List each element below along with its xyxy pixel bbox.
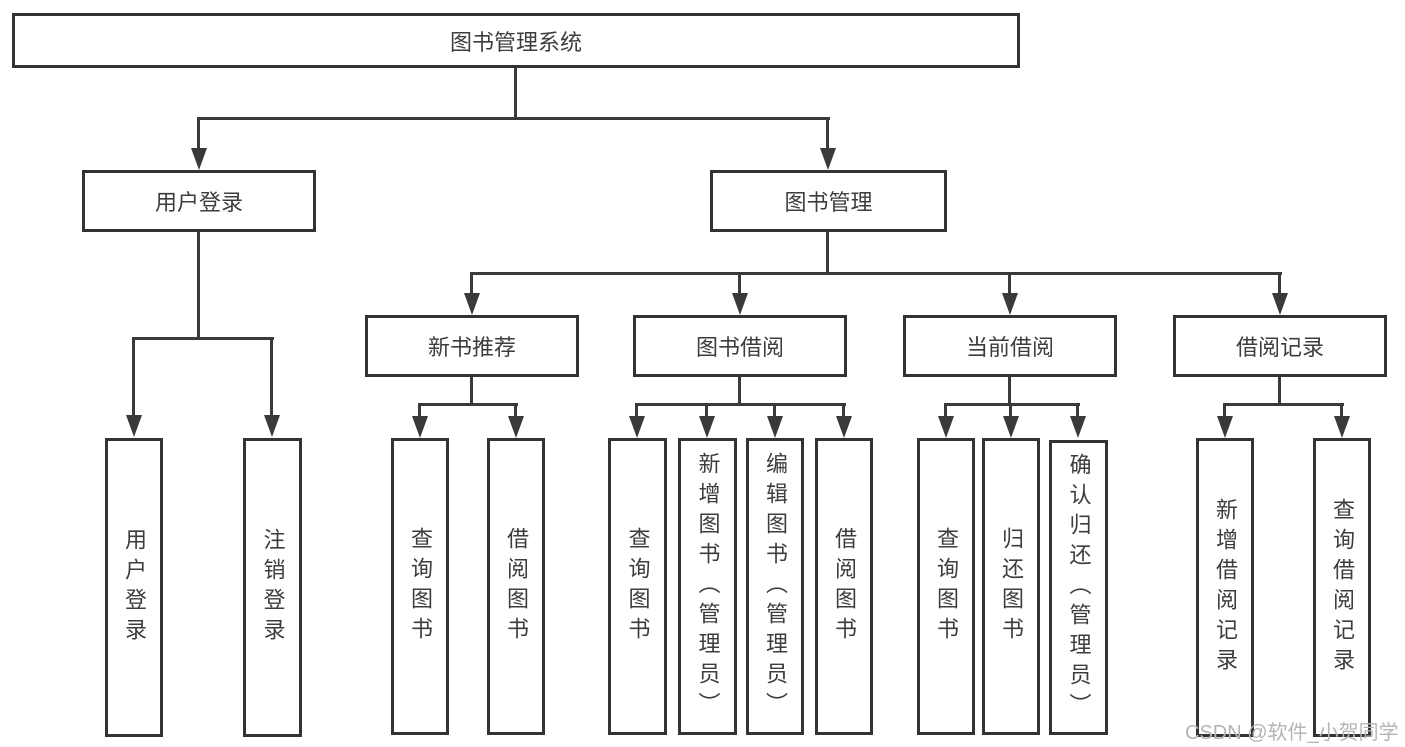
connector-line <box>944 403 1080 406</box>
connector-line <box>1278 377 1281 406</box>
leaf-query-books-1: 查询图书 <box>391 438 449 735</box>
leaf-add-books-admin-label: 新增图书（管理员） <box>695 451 721 722</box>
arrow-down-icon <box>412 416 428 438</box>
arrow-down-icon <box>820 148 836 170</box>
leaf-confirm-return-admin: 确认归还（管理员） <box>1049 440 1108 735</box>
arrow-down-icon <box>1334 416 1350 438</box>
leaf-edit-books-admin-label: 编辑图书（管理员） <box>763 451 788 722</box>
arrow-down-icon <box>699 416 715 438</box>
node-root-label: 图书管理系统 <box>449 29 582 55</box>
leaf-borrow-books-1-label: 借阅图书 <box>504 526 529 647</box>
connector-line <box>418 403 518 406</box>
connector-line <box>1278 272 1281 295</box>
connector-line <box>197 232 200 340</box>
connector-line <box>738 377 741 406</box>
node-new-book-recommend: 新书推荐 <box>365 315 579 377</box>
connector-line <box>1076 403 1079 418</box>
connector-line <box>826 117 829 150</box>
connector-line <box>635 403 846 406</box>
node-user-login: 用户登录 <box>82 170 316 232</box>
arrow-down-icon <box>126 415 142 437</box>
leaf-query-books-3-label: 查询图书 <box>934 526 959 647</box>
connector-line <box>944 403 947 418</box>
connector-line <box>197 117 200 150</box>
arrow-down-icon <box>836 416 852 438</box>
connector-line <box>418 403 421 418</box>
connector-line <box>842 403 845 418</box>
node-borrow-records-label: 借阅记录 <box>1235 335 1324 360</box>
connector-line <box>1340 403 1343 418</box>
leaf-return-books-label: 归还图书 <box>999 526 1024 647</box>
arrow-down-icon <box>508 416 524 438</box>
node-user-login-label: 用户登录 <box>154 190 243 215</box>
leaf-query-books-3: 查询图书 <box>917 438 975 735</box>
arrow-down-icon <box>1217 416 1233 438</box>
arrow-down-icon <box>938 416 954 438</box>
connector-line <box>635 403 638 418</box>
connector-line <box>132 337 274 340</box>
leaf-query-books-1-label: 查询图书 <box>408 526 433 647</box>
leaf-query-books-2: 查询图书 <box>608 438 667 735</box>
connector-line <box>470 377 473 406</box>
node-new-book-recommend-label: 新书推荐 <box>427 335 516 360</box>
connector-line <box>514 68 517 120</box>
arrow-down-icon <box>767 416 783 438</box>
node-book-management-label: 图书管理 <box>784 190 873 215</box>
connector-line <box>705 403 708 418</box>
leaf-user-login-label: 用户登录 <box>122 527 147 648</box>
arrow-down-icon <box>1003 416 1019 438</box>
node-current-borrow: 当前借阅 <box>903 315 1117 377</box>
leaf-borrow-books-2: 借阅图书 <box>815 438 873 735</box>
arrow-down-icon <box>1070 416 1086 438</box>
node-root: 图书管理系统 <box>12 13 1020 68</box>
leaf-logout-label: 注销登录 <box>260 527 286 648</box>
leaf-add-borrow-record-label: 新增借阅记录 <box>1213 497 1238 678</box>
connector-line <box>197 117 830 120</box>
connector-line <box>826 232 829 275</box>
leaf-query-books-2-label: 查询图书 <box>625 526 651 647</box>
connector-line <box>270 337 273 415</box>
node-borrow-records: 借阅记录 <box>1173 315 1387 377</box>
connector-line <box>1223 403 1226 418</box>
arrow-down-icon <box>1272 293 1288 315</box>
arrow-down-icon <box>191 148 207 170</box>
leaf-borrow-books-1: 借阅图书 <box>487 438 545 735</box>
connector-line <box>470 272 473 295</box>
node-book-borrow-label: 图书借阅 <box>695 335 784 360</box>
leaf-add-borrow-record: 新增借阅记录 <box>1196 438 1254 737</box>
leaf-logout: 注销登录 <box>243 438 302 737</box>
connector-line <box>514 403 517 418</box>
arrow-down-icon <box>629 416 645 438</box>
node-current-borrow-label: 当前借阅 <box>965 335 1054 360</box>
connector-line <box>773 403 776 418</box>
leaf-confirm-return-admin-label: 确认归还（管理员） <box>1066 452 1092 723</box>
arrow-down-icon <box>264 415 280 437</box>
arrow-down-icon <box>1002 293 1018 315</box>
connector-line <box>1223 403 1344 406</box>
leaf-add-books-admin: 新增图书（管理员） <box>678 438 737 735</box>
connector-line <box>132 337 135 415</box>
csdn-watermark: CSDN @软件_小贺同学 <box>1185 722 1399 744</box>
connector-line <box>1008 272 1011 295</box>
leaf-return-books: 归还图书 <box>982 438 1040 735</box>
leaf-borrow-books-2-label: 借阅图书 <box>832 526 857 647</box>
connector-line <box>470 272 1282 275</box>
connector-line <box>1009 403 1012 418</box>
node-book-management: 图书管理 <box>710 170 947 232</box>
node-book-borrow: 图书借阅 <box>633 315 847 377</box>
leaf-query-borrow-record-label: 查询借阅记录 <box>1330 497 1355 678</box>
connector-line <box>1008 377 1011 406</box>
leaf-user-login: 用户登录 <box>105 438 163 737</box>
leaf-query-borrow-record: 查询借阅记录 <box>1313 438 1371 737</box>
connector-line <box>738 272 741 295</box>
leaf-edit-books-admin: 编辑图书（管理员） <box>746 438 804 735</box>
arrow-down-icon <box>732 293 748 315</box>
arrow-down-icon <box>464 293 480 315</box>
